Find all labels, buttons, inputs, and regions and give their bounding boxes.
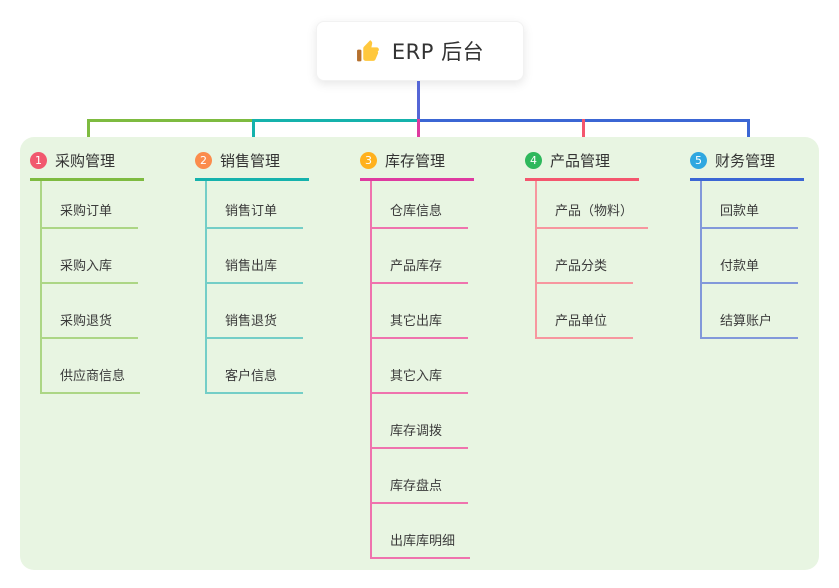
connector-branch-2-drop <box>252 119 255 148</box>
branch-1: 1 采购管理 采购订单 采购入库 采购退货 供应商信息 <box>30 150 144 394</box>
child-label: 付款单 <box>720 259 760 274</box>
child-label: 库存调拨 <box>390 424 443 439</box>
branches-panel: 1 采购管理 采购订单 采购入库 采购退货 供应商信息 2 销售管理 销售订单 … <box>20 137 819 570</box>
branch-number-badge: 5 <box>690 152 707 169</box>
child-node[interactable]: 销售订单 <box>205 181 303 229</box>
connector-root-line <box>417 81 420 122</box>
child-node[interactable]: 采购订单 <box>40 181 138 229</box>
branch-label: 库存管理 <box>385 152 446 170</box>
child-label: 销售订单 <box>225 204 278 219</box>
child-label: 客户信息 <box>225 369 278 384</box>
child-node[interactable]: 客户信息 <box>205 339 303 394</box>
child-label: 采购订单 <box>60 204 113 219</box>
child-label: 产品（物料） <box>555 204 634 219</box>
branch-children: 采购订单 采购入库 采购退货 供应商信息 <box>40 181 144 394</box>
child-label: 供应商信息 <box>60 369 126 384</box>
child-node[interactable]: 结算账户 <box>700 284 798 339</box>
child-label: 其它入库 <box>390 369 443 384</box>
child-label: 库存盘点 <box>390 479 443 494</box>
root-node-label: ERP 后台 <box>391 40 485 64</box>
connector-bus-segment-1 <box>87 119 252 122</box>
branch-node[interactable]: 2 销售管理 <box>195 150 309 181</box>
child-node[interactable]: 其它入库 <box>370 339 468 394</box>
child-node[interactable]: 产品分类 <box>535 229 633 284</box>
branch-children: 产品（物料） 产品分类 产品单位 <box>535 181 649 339</box>
branch-2: 2 销售管理 销售订单 销售出库 销售退货 客户信息 <box>195 150 309 394</box>
connector-branch-5-drop <box>747 119 750 148</box>
branch-number-badge: 3 <box>360 152 377 169</box>
connector-bus-segment-3 <box>420 119 750 122</box>
child-label: 出库库明细 <box>390 534 456 549</box>
child-node[interactable]: 回款单 <box>700 181 798 229</box>
child-label: 产品库存 <box>390 259 443 274</box>
thumbs-up-icon <box>356 39 381 64</box>
child-node[interactable]: 仓库信息 <box>370 181 468 229</box>
child-node[interactable]: 供应商信息 <box>40 339 141 394</box>
connector-branch-3-drop <box>417 119 420 148</box>
child-node[interactable]: 销售退货 <box>205 284 303 339</box>
child-node[interactable]: 付款单 <box>700 229 798 284</box>
child-label: 其它出库 <box>390 314 443 329</box>
branch-5: 5 财务管理 回款单 付款单 结算账户 <box>690 150 804 339</box>
branch-label: 财务管理 <box>715 152 776 170</box>
branch-label: 采购管理 <box>55 152 116 170</box>
branch-label: 销售管理 <box>220 152 281 170</box>
child-node[interactable]: 产品单位 <box>535 284 633 339</box>
child-node[interactable]: 采购入库 <box>40 229 138 284</box>
branch-number-badge: 2 <box>195 152 212 169</box>
child-node[interactable]: 库存盘点 <box>370 449 468 504</box>
branch-3: 3 库存管理 仓库信息 产品库存 其它出库 其它入库 库存调拨 库存盘点 出库库… <box>360 150 474 559</box>
branch-4: 4 产品管理 产品（物料） 产品分类 产品单位 <box>525 150 649 339</box>
connector-branch-4-drop <box>582 119 585 148</box>
child-node[interactable]: 其它出库 <box>370 284 468 339</box>
branch-node[interactable]: 5 财务管理 <box>690 150 804 181</box>
child-node[interactable]: 产品（物料） <box>535 181 649 229</box>
branch-number-badge: 4 <box>525 152 542 169</box>
child-node[interactable]: 库存调拨 <box>370 394 468 449</box>
branch-node[interactable]: 4 产品管理 <box>525 150 639 181</box>
child-label: 销售出库 <box>225 259 278 274</box>
branch-node[interactable]: 3 库存管理 <box>360 150 474 181</box>
child-label: 仓库信息 <box>390 204 443 219</box>
branch-node[interactable]: 1 采购管理 <box>30 150 144 181</box>
child-node[interactable]: 采购退货 <box>40 284 138 339</box>
child-node[interactable]: 出库库明细 <box>370 504 471 559</box>
branch-children: 销售订单 销售出库 销售退货 客户信息 <box>205 181 309 394</box>
branch-number-badge: 1 <box>30 152 47 169</box>
child-label: 产品分类 <box>555 259 608 274</box>
connector-branch-1-drop <box>87 119 90 148</box>
child-node[interactable]: 产品库存 <box>370 229 468 284</box>
branch-label: 产品管理 <box>550 152 611 170</box>
child-label: 采购入库 <box>60 259 113 274</box>
child-label: 采购退货 <box>60 314 113 329</box>
connector-bus-segment-2 <box>252 119 417 122</box>
child-node[interactable]: 销售出库 <box>205 229 303 284</box>
child-label: 产品单位 <box>555 314 608 329</box>
child-label: 回款单 <box>720 204 760 219</box>
child-label: 结算账户 <box>720 314 773 329</box>
child-label: 销售退货 <box>225 314 278 329</box>
root-node[interactable]: ERP 后台 <box>316 21 524 81</box>
branch-children: 回款单 付款单 结算账户 <box>700 181 804 339</box>
branch-children: 仓库信息 产品库存 其它出库 其它入库 库存调拨 库存盘点 出库库明细 <box>370 181 474 559</box>
